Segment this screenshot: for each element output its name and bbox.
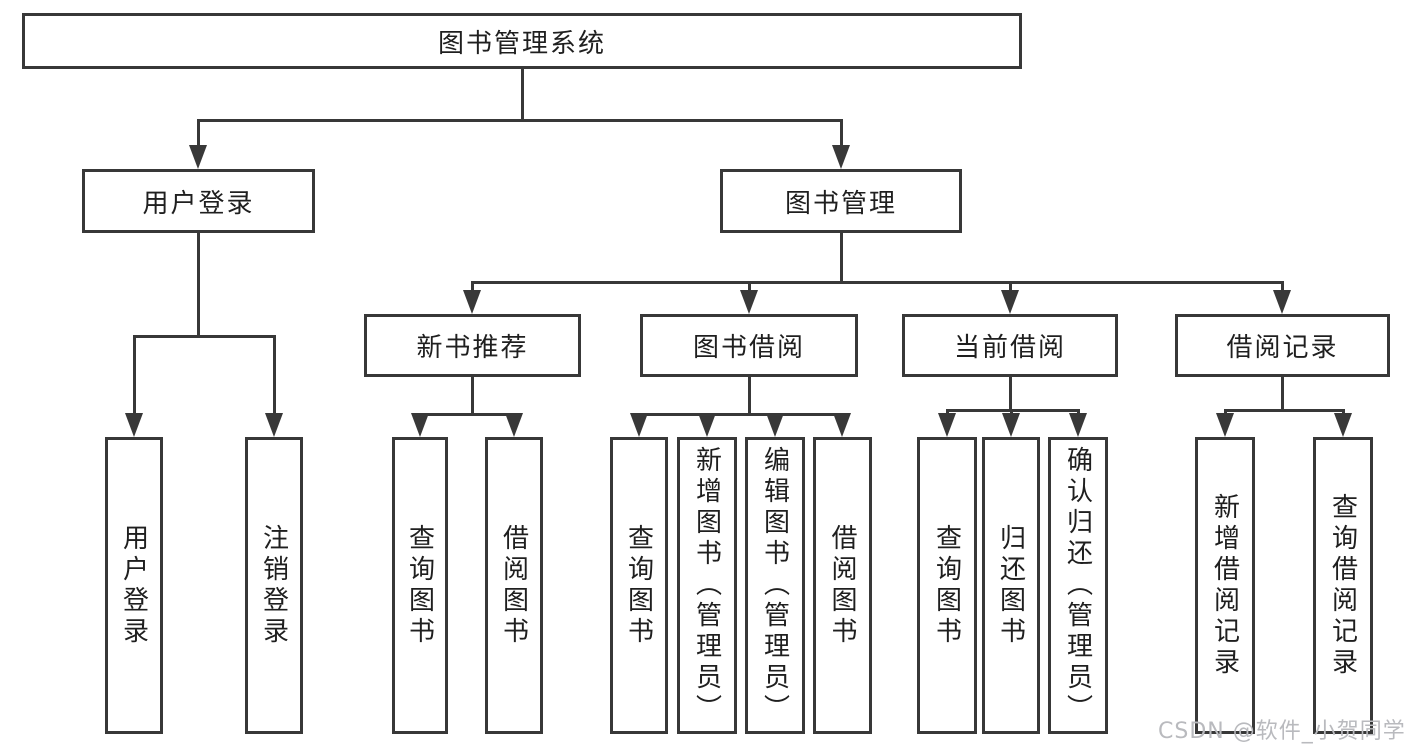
- arrowhead-icon: [766, 413, 784, 437]
- node-label: 查询图书: [404, 523, 435, 648]
- node-book-borrowing: 图书借阅: [640, 314, 858, 377]
- connector-line: [1223, 408, 1345, 412]
- arrowhead-icon: [740, 290, 758, 314]
- connector-line: [945, 408, 1080, 412]
- node-book-management: 图书管理: [720, 169, 962, 233]
- node-label: 查询借阅记录: [1327, 492, 1358, 679]
- node-new-book-recommend: 新书推荐: [364, 314, 581, 377]
- node-label: 新书推荐: [416, 333, 529, 363]
- node-label: 图书借阅: [692, 333, 805, 363]
- connector-line: [196, 120, 200, 151]
- connector-line: [1280, 282, 1284, 296]
- arrowhead-icon: [698, 413, 716, 437]
- connector-line: [470, 282, 474, 296]
- node-leaf-borrow-books-borrowing: 借阅图书: [813, 437, 872, 734]
- connector-line: [839, 120, 843, 151]
- arrowhead-icon: [189, 145, 207, 169]
- node-leaf-return-book: 归还图书: [982, 437, 1040, 734]
- node-leaf-edit-book-admin: 编辑图书（管理员）: [745, 437, 805, 734]
- connector-line: [196, 118, 843, 122]
- node-leaf-add-book-admin: 新增图书（管理员）: [677, 437, 737, 734]
- connector-line: [272, 336, 276, 419]
- arrowhead-icon: [938, 413, 956, 437]
- arrowhead-icon: [1216, 413, 1234, 437]
- node-label: 图书管理系统: [437, 28, 606, 59]
- node-label: 借阅记录: [1226, 333, 1339, 363]
- node-current-borrowing: 当前借阅: [902, 314, 1118, 377]
- arrowhead-icon: [265, 413, 283, 437]
- node-leaf-query-borrow-record: 查询借阅记录: [1313, 437, 1373, 734]
- node-leaf-borrow-books-recommend: 借阅图书: [485, 437, 543, 734]
- connector-line: [1280, 377, 1284, 412]
- connector-line: [470, 377, 474, 416]
- connector-line: [418, 412, 516, 416]
- node-label: 新增借阅记录: [1209, 492, 1240, 679]
- node-leaf-query-books-current: 查询图书: [917, 437, 977, 734]
- arrowhead-icon: [1273, 290, 1291, 314]
- arrowhead-icon: [832, 145, 850, 169]
- node-label: 当前借阅: [953, 333, 1066, 363]
- arrowhead-icon: [1001, 290, 1019, 314]
- connector-line: [1008, 282, 1012, 296]
- connector-line: [132, 336, 136, 419]
- node-root: 图书管理系统: [22, 13, 1022, 69]
- node-label: 查询图书: [623, 523, 654, 648]
- connector-line: [132, 334, 276, 338]
- node-label: 用户登录: [118, 523, 149, 648]
- arrowhead-icon: [125, 413, 143, 437]
- node-label: 借阅图书: [498, 523, 529, 648]
- node-leaf-user-login: 用户登录: [105, 437, 163, 734]
- connector-line: [839, 233, 843, 284]
- arrowhead-icon: [1334, 413, 1352, 437]
- node-leaf-query-books-recommend: 查询图书: [392, 437, 448, 734]
- node-label: 查询图书: [931, 523, 962, 648]
- arrowhead-icon: [463, 290, 481, 314]
- arrowhead-icon: [630, 413, 648, 437]
- node-label: 新增图书（管理员）: [691, 446, 722, 725]
- connector-line: [196, 233, 200, 338]
- node-leaf-confirm-return-admin: 确认归还（管理员）: [1048, 437, 1108, 734]
- arrowhead-icon: [505, 413, 523, 437]
- node-label: 借阅图书: [827, 523, 857, 648]
- connector-line: [637, 412, 844, 416]
- node-leaf-logout: 注销登录: [245, 437, 303, 734]
- node-user-login: 用户登录: [82, 169, 315, 233]
- arrowhead-icon: [1069, 413, 1087, 437]
- connector-line: [747, 377, 751, 416]
- node-label: 归还图书: [995, 523, 1026, 648]
- arrowhead-icon: [411, 413, 429, 437]
- watermark: CSDN @软件_小贺同学: [1158, 719, 1405, 744]
- node-label: 注销登录: [258, 523, 289, 648]
- connector-line: [1008, 377, 1012, 412]
- connector-line: [520, 69, 524, 122]
- node-label: 确认归还（管理员）: [1062, 446, 1093, 725]
- node-label: 图书管理: [784, 188, 897, 219]
- node-label: 编辑图书（管理员）: [759, 446, 790, 725]
- connector-line: [747, 282, 751, 296]
- arrowhead-icon: [833, 413, 851, 437]
- node-label: 用户登录: [142, 188, 255, 219]
- arrowhead-icon: [1002, 413, 1020, 437]
- node-leaf-query-books-borrowing: 查询图书: [610, 437, 668, 734]
- node-leaf-add-borrow-record: 新增借阅记录: [1195, 437, 1255, 734]
- node-borrow-records: 借阅记录: [1175, 314, 1390, 377]
- connector-line: [470, 280, 1284, 284]
